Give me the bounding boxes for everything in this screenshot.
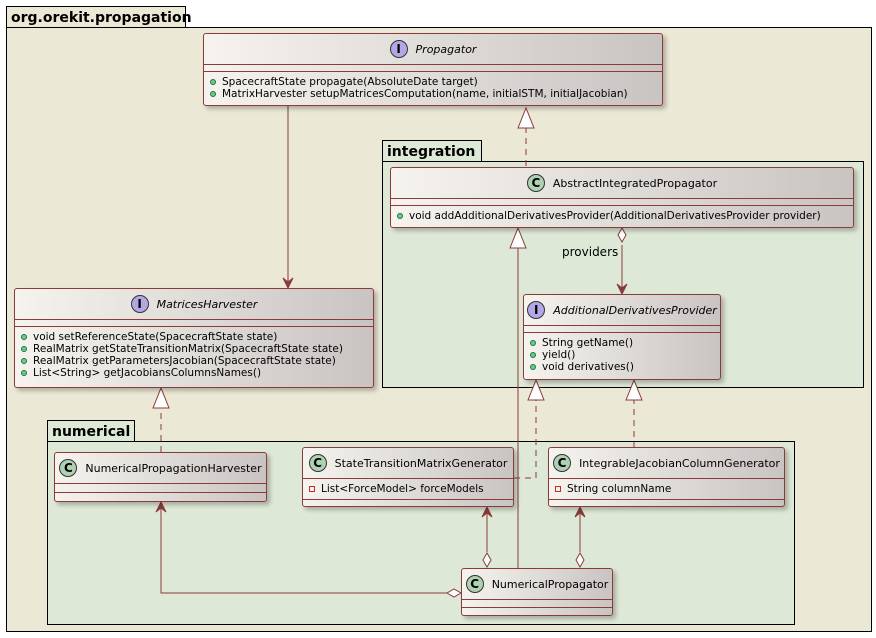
class-matrices-harvester: I MatricesHarvester void setReferenceSta… <box>14 288 374 388</box>
method: RealMatrix getStateTransitionMatrix(Spac… <box>33 343 343 355</box>
public-method-icon <box>530 340 536 346</box>
triangle-adp-left <box>527 378 545 401</box>
public-method-icon <box>530 352 536 358</box>
triangle-propagator <box>517 106 535 129</box>
method: yield() <box>542 349 576 361</box>
arrowhead-harvester <box>282 277 294 290</box>
public-method-icon <box>21 358 27 364</box>
class-name: IntegrableJacobianColumnGenerator <box>579 456 780 470</box>
diamond-np-stmg <box>482 551 492 569</box>
public-method-icon <box>530 364 536 370</box>
interface-badge-icon: I <box>130 295 149 313</box>
private-field-icon <box>555 486 561 492</box>
package-tab-integration: integration <box>382 140 482 162</box>
public-method-icon <box>210 79 216 85</box>
class-badge-icon: C <box>308 454 327 472</box>
class-badge-icon: C <box>526 174 545 192</box>
public-method-icon <box>397 213 403 219</box>
triangle-aip <box>509 226 527 249</box>
method: String getName() <box>542 337 634 349</box>
class-additional-derivatives-provider: I AdditionalDerivativesProvider String g… <box>523 294 721 380</box>
providers-label: providers <box>562 245 619 259</box>
package-tab-outer: org.orekit.propagation <box>6 6 192 28</box>
public-method-icon <box>21 346 27 352</box>
class-name: StateTransitionMatrixGenerator <box>334 456 508 470</box>
class-state-transition-matrix-generator: C StateTransitionMatrixGenerator List<Fo… <box>302 447 514 507</box>
method: void derivatives() <box>542 361 634 373</box>
public-method-icon <box>210 91 216 97</box>
public-method-icon <box>21 334 27 340</box>
public-method-icon <box>21 370 27 376</box>
arrowhead-nph <box>155 500 167 513</box>
triangle-mh <box>152 386 170 409</box>
class-name: NumericalPropagator <box>491 577 609 591</box>
private-field-icon <box>309 486 315 492</box>
method: void addAdditionalDerivativesProvider(Ad… <box>409 210 821 222</box>
method: List<String> getJacobiansColumnsNames() <box>33 367 262 379</box>
class-abstract-integrated-propagator: C AbstractIntegratedPropagator void addA… <box>390 167 854 228</box>
package-tab-numerical: numerical <box>47 420 135 442</box>
arrowhead-stmg <box>481 505 493 518</box>
field: String columnName <box>567 483 672 495</box>
class-badge-icon: C <box>465 575 484 593</box>
class-integrable-jacobian-column-generator: C IntegrableJacobianColumnGenerator Stri… <box>548 447 785 507</box>
realize-stmg-adp <box>514 400 537 479</box>
method: MatrixHarvester setupMatricesComputation… <box>222 88 628 100</box>
method: RealMatrix getParametersJacobian(Spacecr… <box>33 355 336 367</box>
class-badge-icon: C <box>59 459 78 477</box>
diamond-np-ijcg <box>575 551 585 569</box>
class-name: MatricesHarvester <box>156 297 258 311</box>
field: List<ForceModel> forceModels <box>321 483 484 495</box>
arrowhead-adp <box>616 283 628 296</box>
class-propagator: I Propagator SpacecraftState propagate(A… <box>203 33 663 106</box>
arrowhead-ijcg <box>574 505 586 518</box>
class-numerical-propagation-harvester: C NumericalPropagationHarvester <box>54 452 267 502</box>
aggregation-np-nph <box>160 506 447 594</box>
class-name: AdditionalDerivativesProvider <box>553 303 717 317</box>
class-name: Propagator <box>415 42 477 56</box>
method: SpacecraftState propagate(AbsoluteDate t… <box>222 76 478 88</box>
class-numerical-propagator: C NumericalPropagator <box>461 568 613 616</box>
triangle-adp-right <box>625 378 643 401</box>
class-name: NumericalPropagationHarvester <box>85 461 262 475</box>
diamond-aip <box>617 226 627 244</box>
class-name: AbstractIntegratedPropagator <box>552 176 718 190</box>
method: void setReferenceState(SpacecraftState s… <box>33 331 278 343</box>
class-badge-icon: C <box>553 454 572 472</box>
interface-badge-icon: I <box>527 301 546 319</box>
diamond-np-nph <box>445 588 463 598</box>
interface-badge-icon: I <box>389 40 408 58</box>
